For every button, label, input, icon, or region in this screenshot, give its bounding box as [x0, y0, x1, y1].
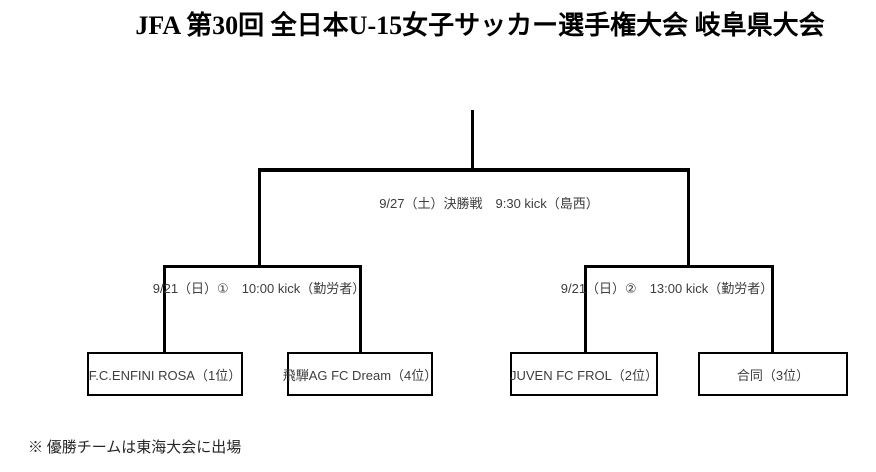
- team-box-godo: 合同（3位）: [698, 352, 848, 396]
- team-box-fc-enfini-rosa: F.C.ENFINI ROSA（1位）: [87, 352, 243, 396]
- team-box-hida-ag-fc-dream: 飛騨AG FC Dream（4位）: [283, 352, 437, 396]
- semifinal-2-match-label: 9/21（日）② 13:00 kick（勤労者）: [560, 281, 774, 296]
- semifinal-left-team1-vertical-line: [163, 265, 166, 354]
- semifinal-right-team2-vertical-line: [771, 265, 774, 354]
- semifinal-1-match-label: 9/21（日）① 10:00 kick（勤労者）: [152, 281, 366, 296]
- team-name: F.C.ENFINI ROSA（1位）: [88, 367, 242, 383]
- semifinal-right-horizontal-line: [584, 265, 774, 268]
- footnote: ※ 優勝チームは東海大会に出場: [28, 440, 242, 456]
- final-horizontal-line: [258, 168, 690, 172]
- final-winner-stem-line: [471, 110, 474, 171]
- team-name: 飛騨AG FC Dream（4位）: [282, 367, 438, 383]
- team-name: JUVEN FC FROL（2位）: [509, 367, 659, 383]
- semifinal-right-team1-vertical-line: [584, 265, 587, 354]
- page-title: JFA 第30回 全日本U-15女子サッカー選手権大会 岐阜県大会: [135, 11, 825, 40]
- semifinal-left-team2-vertical-line: [359, 265, 362, 354]
- final-match-label: 9/27（土）決勝戦 9:30 kick（島西）: [379, 196, 599, 211]
- final-right-vertical-line: [687, 168, 690, 268]
- semifinal-left-horizontal-line: [163, 265, 362, 268]
- team-box-juven-fc-frol: JUVEN FC FROL（2位）: [510, 352, 658, 396]
- final-left-vertical-line: [258, 168, 261, 268]
- team-name: 合同（3位）: [736, 367, 810, 383]
